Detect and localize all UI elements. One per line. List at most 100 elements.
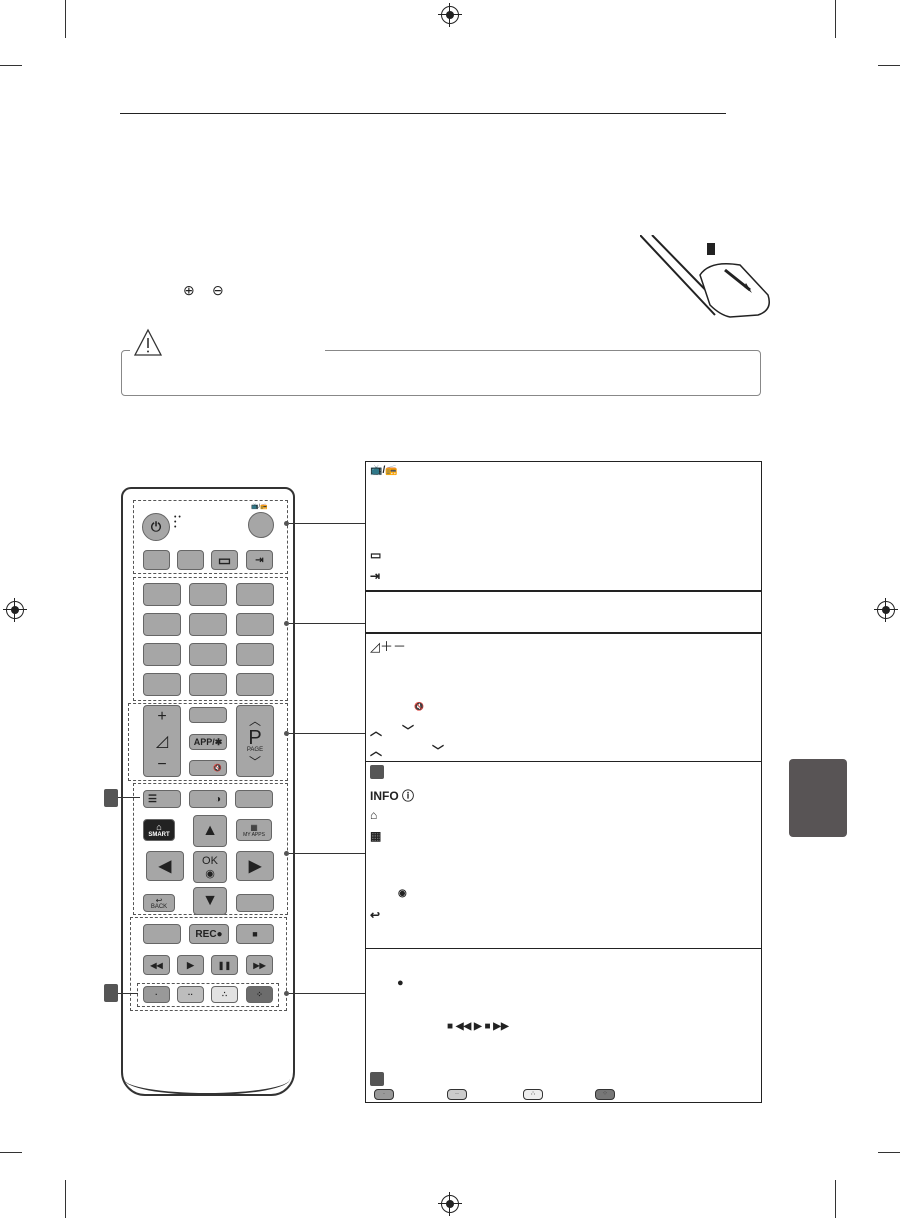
callout-marker-2 [104, 984, 118, 1002]
arrow-down-icon: ▼ [202, 892, 218, 909]
record-dot-icon: ● [397, 977, 404, 989]
number-key[interactable] [189, 583, 227, 606]
dots-indicator: • ••• [174, 514, 181, 531]
tv-rad-label: 📺/📻 [251, 504, 268, 510]
ratio-button[interactable]: ▭ [211, 550, 238, 570]
nav-down-button[interactable]: ▼ [193, 887, 227, 915]
number-key[interactable] [143, 613, 181, 636]
power-icon: ⏻ [150, 519, 162, 534]
mute-button[interactable]: 🔇 [189, 760, 227, 776]
page-rocker[interactable]: ︿ P PAGE ﹀ [236, 705, 274, 777]
registration-mark-icon [3, 598, 27, 622]
yellow-key-icon: ∴ [523, 1089, 543, 1100]
blue-key-icon: ⁘ [595, 1089, 615, 1100]
green-button[interactable]: ·· [177, 986, 204, 1003]
red-button[interactable]: · [143, 986, 170, 1003]
live-tv-button[interactable] [143, 924, 181, 944]
nav-left-button[interactable]: ◀ [146, 851, 184, 881]
crop-mark [835, 0, 836, 38]
list-icon: ☰ [148, 793, 157, 805]
info-button[interactable]: ◑ [189, 790, 227, 808]
volume-up-icon: + [157, 708, 167, 726]
page-down-icon: ﹀ [248, 755, 261, 769]
my-apps-button[interactable]: ▦MY APPS [236, 819, 272, 841]
green-key-icon: ·· [447, 1089, 467, 1100]
play-icon: ▶ [187, 959, 194, 970]
exit-button[interactable] [236, 894, 274, 912]
panel-section-volume: ◿＋－ 🔇 ︿ ﹀ ︿ ﹀ [366, 634, 761, 762]
volume-rocker[interactable]: + ◿ − [143, 705, 181, 777]
stop-button[interactable]: ■ [236, 924, 274, 944]
description-panel: 📺/📻 ▭ ⇥ ◿＋－ 🔇 ︿ ﹀ ︿ ﹀ INFO ⓘ ⌂ ▦ ◉ ↩ ● ■… [365, 461, 762, 1103]
number-key[interactable] [236, 643, 274, 666]
volume-icon: ◿ [155, 732, 169, 750]
ok-button[interactable]: OK◉ [193, 851, 227, 883]
blue-button[interactable]: ⁘ [246, 986, 273, 1003]
power-button[interactable]: ⏻ [142, 513, 170, 541]
volume-group [128, 703, 288, 781]
pause-button[interactable]: ❚❚ [211, 955, 238, 975]
ratio-icon: ▭ [217, 551, 232, 568]
q-menu-button[interactable] [235, 790, 273, 808]
info-label: INFO ⓘ [370, 789, 414, 803]
input-icon: ⇥ [370, 569, 381, 583]
number-key[interactable] [143, 673, 181, 696]
chapter-tab [789, 759, 847, 837]
tv-rad-button[interactable] [248, 512, 274, 538]
media-group [130, 917, 287, 1011]
subtitle-button[interactable] [143, 550, 170, 570]
registration-mark-icon [438, 1192, 462, 1216]
callout-marker-1 [104, 789, 118, 807]
number-key[interactable] [236, 673, 274, 696]
red-key-icon: · [374, 1089, 394, 1100]
crop-mark [835, 1180, 836, 1218]
home-icon: ⌂ [370, 808, 378, 822]
tv-rad-icon: 📺/📻 [370, 465, 398, 476]
panel-section-power: 📺/📻 ▭ ⇥ [366, 462, 761, 592]
header-rule [120, 113, 726, 114]
page-up-icon: ︿ [248, 714, 261, 728]
back-button[interactable]: ↩BACK [143, 894, 175, 912]
number-key[interactable] [189, 673, 227, 696]
play-button[interactable]: ▶ [177, 955, 204, 975]
crop-mark [0, 65, 22, 66]
arrow-left-icon: ◀ [158, 858, 172, 875]
stop-icon: ■ [252, 929, 258, 939]
volume-icons: ◿＋－ [370, 639, 406, 654]
smart-button[interactable]: ⌂SMART [143, 819, 175, 841]
apps-grid-icon: ▦ [370, 829, 382, 843]
info-icon: ◑ [214, 793, 221, 805]
audio-button[interactable] [177, 550, 204, 570]
number-pad-group [133, 577, 288, 701]
color-keys-group [137, 983, 279, 1007]
fast-forward-icon: ▶▶ [253, 960, 266, 970]
fast-forward-button[interactable]: ▶▶ [246, 955, 273, 975]
yellow-button[interactable]: ∴ [211, 986, 238, 1003]
rewind-button[interactable]: ◀◀ [143, 955, 170, 975]
number-key[interactable] [143, 643, 181, 666]
input-icon: ⇥ [255, 554, 264, 566]
app-button[interactable]: APP/✱ [189, 734, 227, 750]
nav-right-button[interactable]: ▶ [236, 851, 274, 881]
number-key[interactable] [189, 643, 227, 666]
number-key[interactable] [236, 583, 274, 606]
guide-button[interactable]: ☰ [143, 790, 181, 808]
mute-icon: 🔇 [414, 702, 424, 711]
number-key[interactable] [236, 613, 274, 636]
number-key[interactable] [143, 583, 181, 606]
input-button[interactable]: ⇥ [246, 550, 273, 570]
rec-button[interactable]: REC● [189, 924, 229, 944]
arrow-right-icon: ▶ [248, 858, 262, 875]
nav-up-button[interactable]: ▲ [193, 815, 227, 847]
channel-up-icon: ︿ [370, 724, 383, 738]
minus-polarity-icon: ⊖ [212, 282, 224, 298]
panel-section-media: ● ■ ◀◀ ▶ ■ ▶▶ · ·· ∴ ⁘ [366, 949, 761, 1101]
apps-grid-icon: ▦ [250, 822, 258, 832]
callout-marker-1 [370, 765, 384, 779]
panel-section-navigation: INFO ⓘ ⌂ ▦ ◉ ↩ [366, 762, 761, 949]
power-group [133, 500, 288, 574]
number-key[interactable] [189, 613, 227, 636]
caution-box [121, 350, 761, 396]
page-down-icon: ﹀ [432, 744, 445, 758]
fav-button[interactable] [189, 707, 227, 723]
